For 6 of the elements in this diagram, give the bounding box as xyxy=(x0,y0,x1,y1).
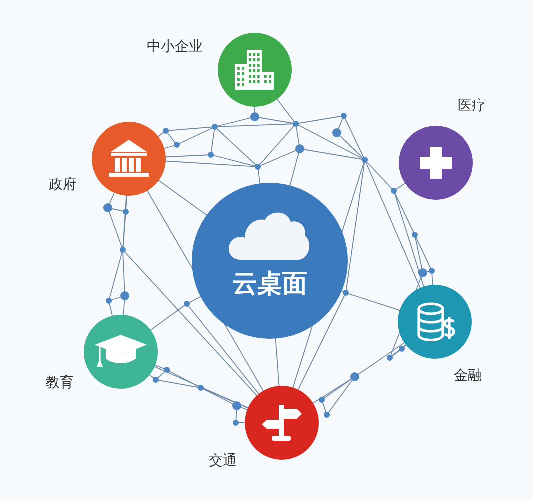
sector-label: 金融 xyxy=(454,367,482,385)
sector-label: 中小企业 xyxy=(147,38,203,56)
sector-label: 教育 xyxy=(46,374,74,392)
sector-label: 交通 xyxy=(209,452,237,470)
sector-label: 医疗 xyxy=(458,97,486,115)
sector-label: 政府 xyxy=(49,176,77,194)
